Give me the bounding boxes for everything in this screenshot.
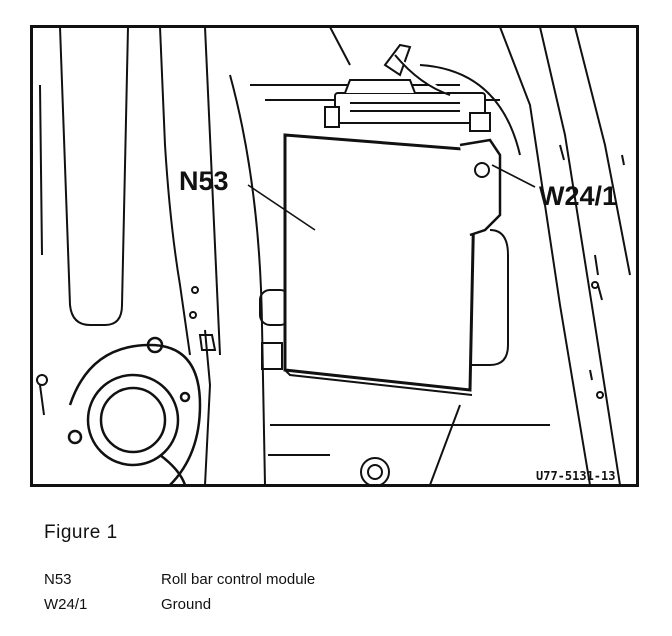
control-module-n53 <box>261 133 509 396</box>
figure-caption: Figure 1 <box>44 522 118 543</box>
legend-code: W24/1 <box>44 596 88 613</box>
callout-n53: N53 <box>179 166 229 196</box>
connector <box>324 43 521 156</box>
legend-code: N53 <box>44 571 72 588</box>
round-housing <box>67 336 202 486</box>
technical-diagram: N53 W24/1 U77-5131-13 <box>30 25 639 487</box>
legend-description: Roll bar control module <box>161 571 316 588</box>
legend-description: Ground <box>161 596 212 613</box>
diagram-frame: N53 W24/1 U77-5131-13 <box>30 25 639 487</box>
legend-row: W24/1 Ground <box>44 592 315 617</box>
legend-row: N53 Roll bar control module <box>44 567 315 592</box>
legend: N53 Roll bar control module W24/1 Ground <box>44 567 315 617</box>
figure-code: U77-5131-13 <box>536 469 615 483</box>
ground-cable <box>36 329 217 486</box>
panel-holes <box>189 144 625 487</box>
callout-w24-1: W24/1 <box>539 181 617 211</box>
leader-lines <box>247 164 536 231</box>
